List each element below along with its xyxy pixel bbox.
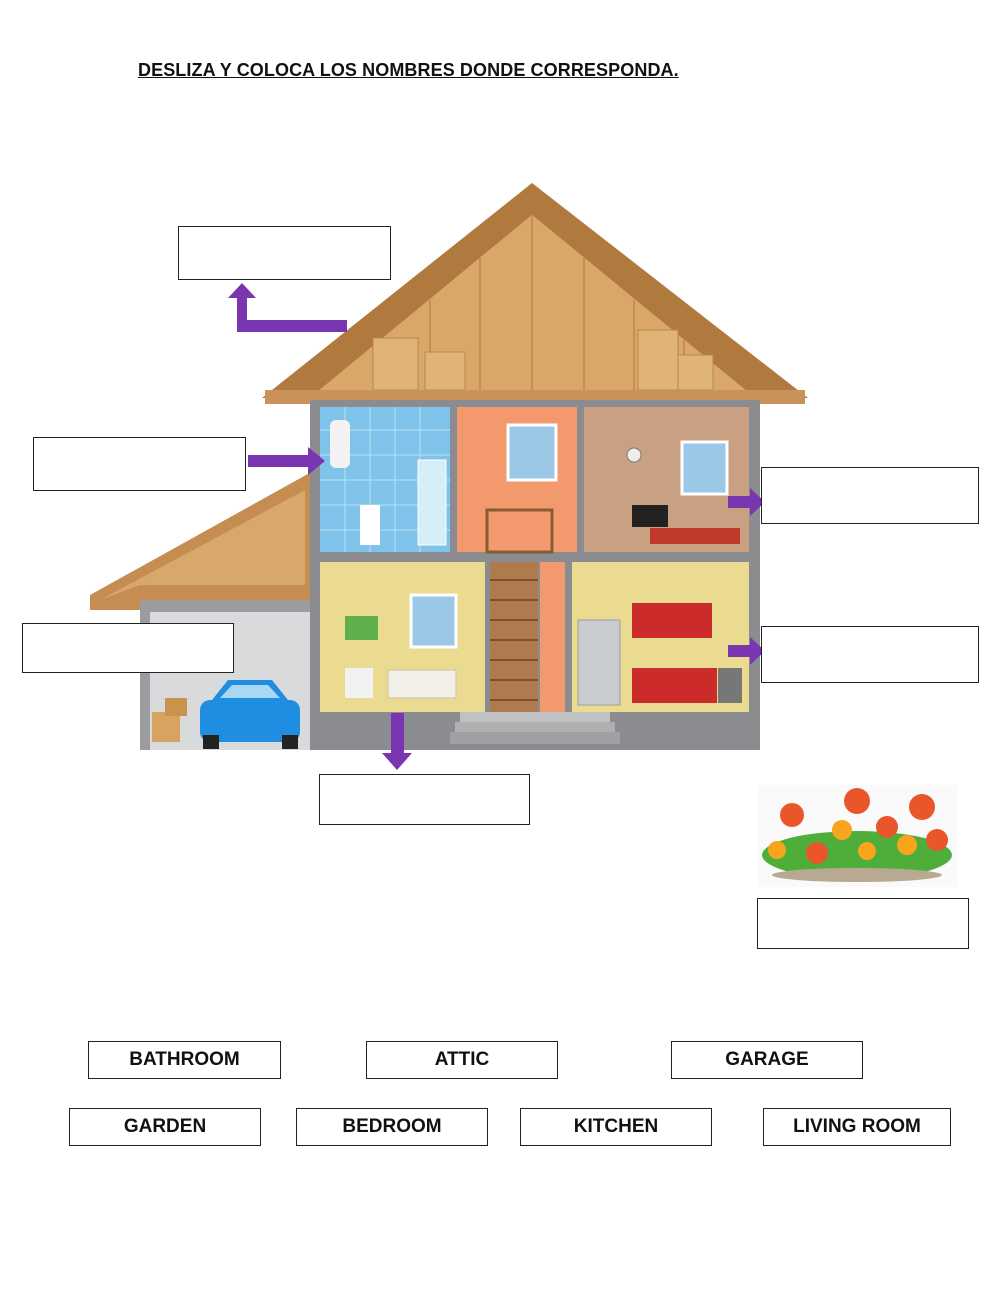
- drop-box-attic[interactable]: [178, 226, 391, 280]
- car-icon: [200, 680, 300, 749]
- arrow-to-bathroom-icon: [248, 447, 325, 475]
- drop-box-kitchen[interactable]: [761, 626, 979, 683]
- arrow-to-kitchen-icon: [728, 637, 765, 665]
- word-chip-garage[interactable]: GARAGE: [671, 1041, 863, 1079]
- word-chip-garden[interactable]: GARDEN: [69, 1108, 261, 1146]
- word-chip-living-room[interactable]: LIVING ROOM: [763, 1108, 951, 1146]
- drop-box-bathroom[interactable]: [33, 437, 246, 491]
- word-chip-bedroom[interactable]: BEDROOM: [296, 1108, 488, 1146]
- box-icon: [152, 712, 180, 742]
- arrow-to-bedroom-icon: [728, 488, 765, 516]
- main-roof: [262, 183, 808, 398]
- garden-flowers-image: [757, 785, 957, 887]
- word-chip-attic[interactable]: ATTIC: [366, 1041, 558, 1079]
- drop-box-living-room[interactable]: [319, 774, 530, 825]
- drop-box-bedroom[interactable]: [761, 467, 979, 524]
- arrow-to-attic-icon: [228, 283, 347, 332]
- arrow-to-living-room-icon: [382, 713, 412, 770]
- word-chip-kitchen[interactable]: KITCHEN: [520, 1108, 712, 1146]
- instruction-title: DESLIZA Y COLOCA LOS NOMBRES DONDE CORRE…: [138, 60, 679, 80]
- arrow-icons: [228, 283, 765, 770]
- drop-box-garage[interactable]: [22, 623, 234, 673]
- drop-box-garden[interactable]: [757, 898, 969, 949]
- word-chip-bathroom[interactable]: BATHROOM: [88, 1041, 281, 1079]
- staircase: [490, 562, 538, 712]
